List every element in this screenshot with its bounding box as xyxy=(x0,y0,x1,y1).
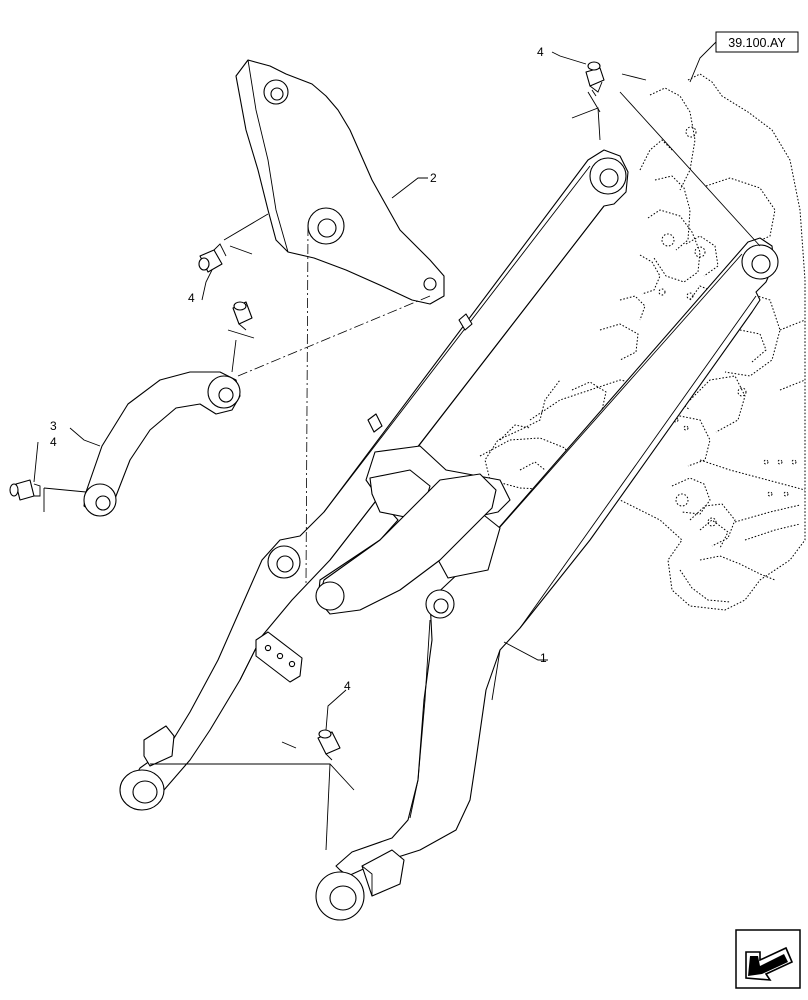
grease-fitting-link-end xyxy=(9,479,41,501)
callout-4-link: 4 xyxy=(50,435,57,449)
callout-1: 1 xyxy=(540,651,547,665)
assembly-lines xyxy=(43,73,761,851)
callout-3: 3 xyxy=(50,419,57,433)
loader-arm xyxy=(119,149,779,921)
grease-fitting-bottom xyxy=(317,729,341,761)
grease-fitting-plate xyxy=(198,243,227,273)
next-page-arrow-icon[interactable] xyxy=(735,929,801,989)
grease-fitting-top xyxy=(585,61,605,97)
callout-2: 2 xyxy=(430,171,437,185)
callout-4-top: 4 xyxy=(537,45,544,59)
reference-label[interactable]: 39.100.AY xyxy=(728,36,786,50)
callout-4-bottom: 4 xyxy=(344,679,351,693)
link xyxy=(83,371,241,517)
callout-4-plate: 4 xyxy=(188,291,195,305)
reference-box[interactable]: 39.100.AY xyxy=(715,31,799,53)
lever-plate xyxy=(235,59,445,305)
grease-fitting-link xyxy=(232,301,253,331)
callout-leaders xyxy=(33,41,717,731)
